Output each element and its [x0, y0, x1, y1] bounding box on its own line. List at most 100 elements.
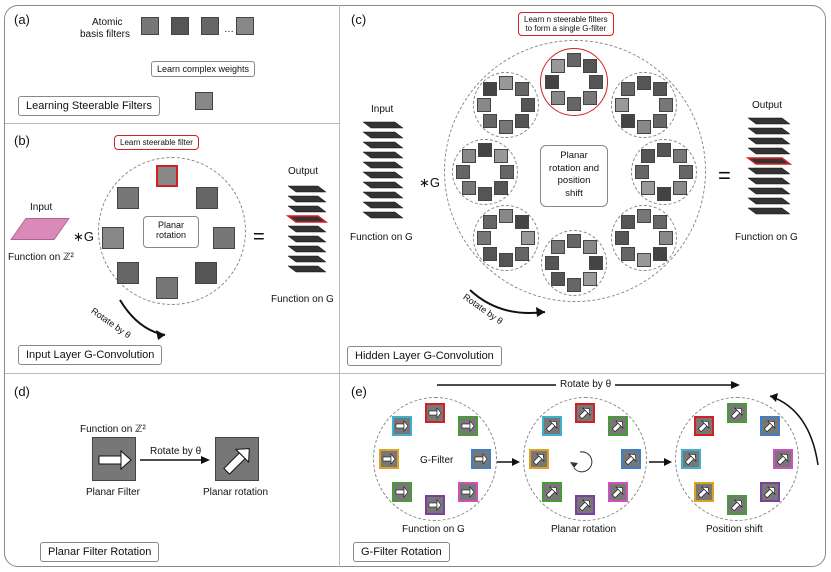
c-subfilter-tile	[478, 143, 492, 157]
c-subfilter-tile	[545, 256, 559, 270]
e-filter-tile	[773, 449, 793, 469]
c-conv-op: ∗G	[419, 175, 441, 190]
c-subfilter-tile	[621, 246, 636, 261]
c-subfilter-tile	[521, 98, 535, 112]
b-center-l1: Planar	[157, 220, 184, 230]
e-filter-tile	[471, 449, 491, 469]
c-subfilter-tile	[567, 234, 581, 248]
c-subfilter-tile	[462, 149, 477, 164]
atomic-basis-label-2: basis filters	[80, 29, 131, 40]
c-output-label: Output	[752, 100, 783, 111]
learn-n-l1: Learn n steerable filters	[524, 15, 608, 24]
c-sub-1	[540, 48, 608, 116]
e-tile-arrow	[396, 420, 409, 433]
panel-e-title: G-Filter Rotation	[353, 542, 450, 562]
panel-b-label: (b)	[14, 133, 30, 148]
e-circle-2	[523, 397, 647, 521]
e-planar-rotation-label: Planar rotation	[551, 524, 617, 535]
c-subfilter-tile	[582, 90, 597, 105]
b-center-l2: rotation	[155, 230, 187, 240]
c-subfilter-tile	[483, 113, 498, 128]
e-filter-tile	[457, 481, 478, 502]
c-sub-7	[452, 139, 518, 205]
d-func-label: Function on ℤ²	[80, 424, 146, 435]
c-subfilter-tile	[652, 215, 667, 230]
basis-filter-3	[201, 17, 219, 35]
e-tile-arrow	[546, 486, 558, 498]
e-filter-tile	[694, 416, 715, 437]
c-subfilter-tile	[641, 149, 656, 164]
e-filter-tile	[759, 481, 780, 502]
c-subfilter-tile	[659, 98, 673, 112]
c-subfilter-tile	[615, 231, 629, 245]
e-tile-arrow	[730, 407, 743, 420]
e-filter-tile	[727, 495, 747, 515]
e-filter-tile	[575, 495, 595, 515]
c-subfilter-tile	[499, 209, 513, 223]
horizontal-divider-left	[5, 123, 339, 124]
e-filter-tile	[759, 416, 780, 437]
e-tile-arrow	[474, 453, 488, 465]
c-output-func: Function on G	[735, 232, 798, 243]
e-filter-tile	[425, 495, 445, 515]
c-subfilter-tile	[641, 180, 656, 195]
c-subfilter-tile	[567, 53, 581, 67]
c-subfilter-tile	[514, 246, 529, 261]
c-subfilter-tile	[582, 240, 597, 255]
atomic-basis-label-1: Atomic	[92, 17, 123, 28]
c-center-l1: Planar	[560, 150, 588, 161]
basis-filter-1	[141, 17, 159, 35]
e-filter-tile	[542, 416, 563, 437]
c-sub-4	[611, 205, 677, 271]
e-tile-arrow	[461, 485, 474, 498]
b-filter-top	[156, 165, 178, 187]
c-subfilter-tile	[589, 256, 603, 270]
e-tile-arrow	[611, 486, 623, 498]
c-subfilter-tile	[499, 76, 513, 90]
d-rotated-arrow	[223, 448, 250, 475]
learned-filter	[195, 92, 213, 110]
c-subfilter-tile	[635, 165, 649, 179]
c-subfilter-tile	[637, 253, 651, 267]
d-rotate-label: Rotate by θ	[150, 446, 202, 457]
panel-c-title: Hidden Layer G-Convolution	[347, 346, 502, 366]
c-subfilter-tile	[514, 215, 529, 230]
e-tile-arrow	[763, 486, 775, 498]
c-subfilter-tile	[672, 149, 687, 164]
e-filter-tile	[607, 416, 628, 437]
c-subfilter-tile	[551, 59, 566, 74]
basis-filter-2	[171, 17, 189, 35]
e-filter-tile	[392, 416, 413, 437]
c-subfilter-tile	[499, 120, 513, 134]
c-subfilter-tile	[621, 113, 636, 128]
figure-frame	[4, 5, 826, 567]
d-planar-rotation-label: Planar rotation	[203, 487, 269, 498]
e-tile-arrow	[611, 421, 623, 433]
e-gfilter-label: G-Filter	[420, 455, 454, 466]
c-subfilter-tile	[478, 187, 492, 201]
e-tile-arrow	[578, 407, 591, 420]
e-tile-arrow	[546, 421, 558, 433]
vertical-divider	[339, 5, 340, 567]
c-subfilter-tile	[657, 187, 671, 201]
c-subfilter-tile	[514, 113, 529, 128]
c-subfilter-tile	[637, 120, 651, 134]
e-rotate-label: Rotate by θ	[556, 379, 616, 390]
e-tile-arrow	[776, 453, 789, 466]
b-conv-op: ∗G	[73, 229, 95, 244]
d-filter-arrow	[98, 449, 132, 471]
b-input-label: Input	[30, 202, 53, 213]
e-filter-tile	[542, 481, 563, 502]
c-subfilter-tile	[679, 165, 693, 179]
e-tile-arrow	[396, 485, 409, 498]
e-filter-tile	[379, 449, 399, 469]
panel-a-label: (a)	[14, 12, 30, 27]
e-tile-arrow	[382, 453, 396, 465]
e-tile-arrow	[698, 421, 710, 433]
d-planar-filter-label: Planar Filter	[86, 487, 140, 498]
e-tile-arrow	[532, 453, 545, 466]
c-sub-8	[473, 72, 539, 138]
c-subfilter-tile	[621, 215, 636, 230]
b-circle	[98, 157, 246, 305]
c-sub-3	[631, 139, 697, 205]
